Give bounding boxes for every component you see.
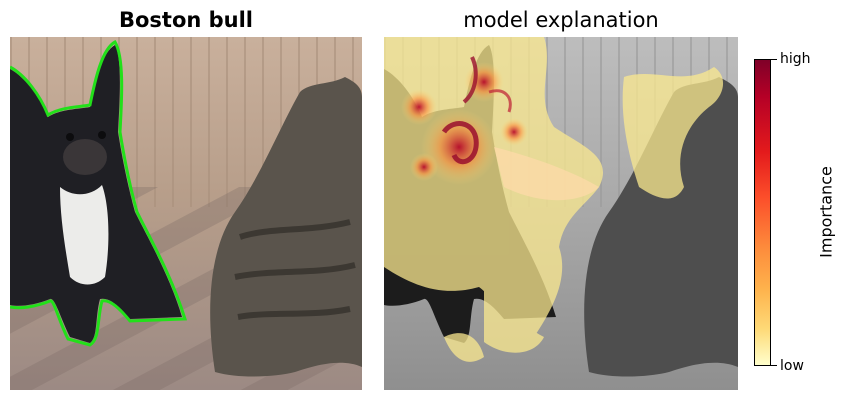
importance-region [384, 37, 724, 362]
colorbar-high-label: high [780, 51, 811, 67]
colorbar-low-label: low [780, 358, 804, 374]
explanation-image-panel [384, 37, 738, 390]
heatmap-overlay-image [384, 37, 738, 390]
colorbar-tick-high [771, 59, 777, 60]
right-panel-title: model explanation [463, 8, 659, 32]
segmentation-outline [10, 39, 188, 347]
original-image-panel [10, 37, 362, 390]
importance-colorbar [754, 59, 771, 366]
left-panel-title: Boston bull [118, 8, 254, 32]
colorbar-tick-low [771, 365, 777, 366]
cat-shape [210, 77, 362, 377]
colorbar-axis-label: Importance [816, 166, 836, 258]
dog-cat-photo [10, 37, 362, 390]
